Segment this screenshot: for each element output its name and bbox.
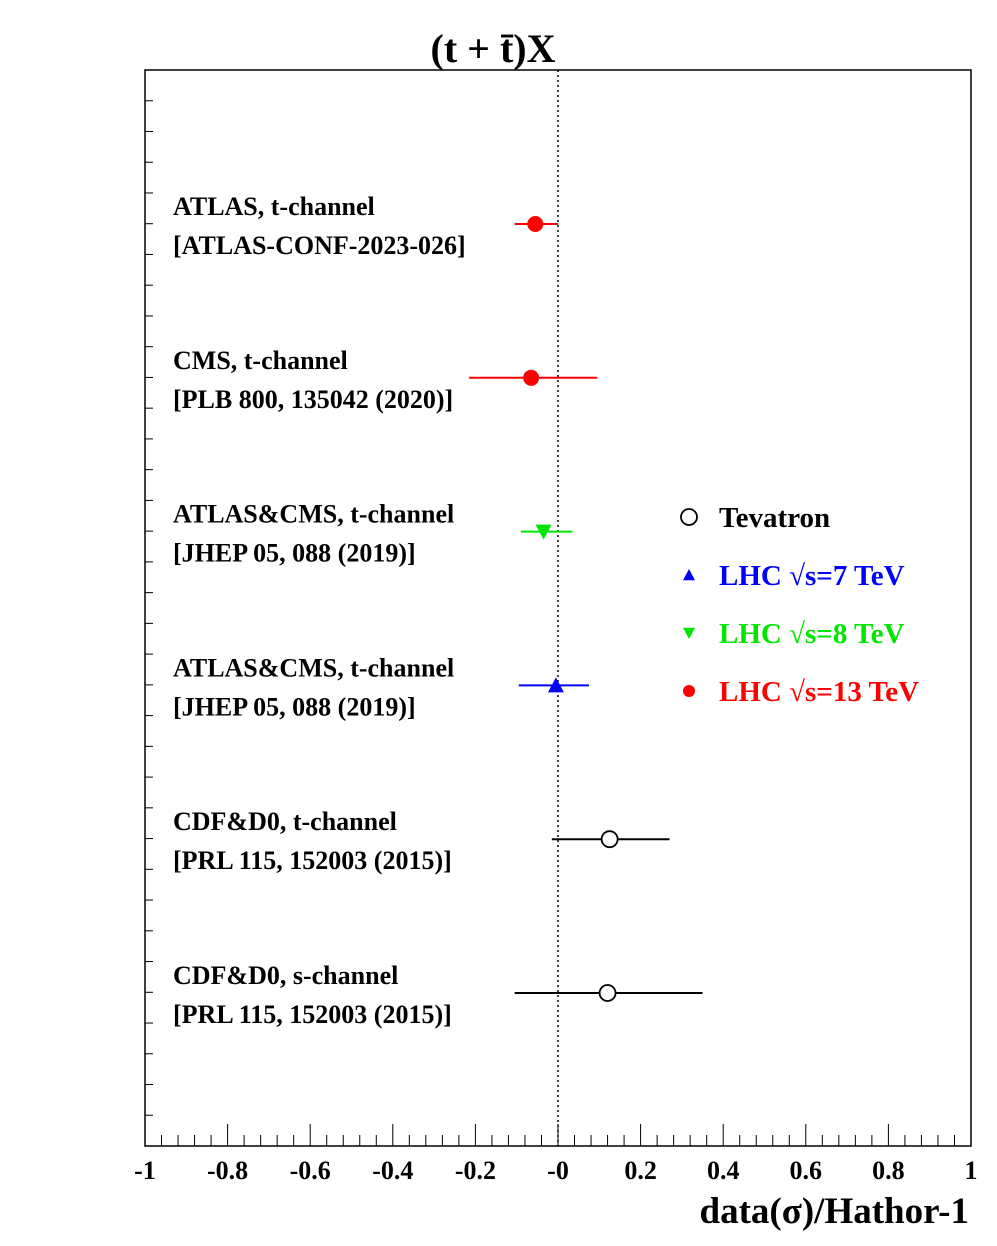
measurement-row: CMS, t-channel [PLB 800, 135042 (2020)] (173, 346, 598, 414)
data-point (547, 677, 564, 693)
measurement-row: ATLAS&CMS, t-channel [JHEP 05, 088 (2019)… (173, 653, 589, 721)
measurement-reference: [ATLAS-CONF-2023-026] (173, 231, 466, 260)
x-tick-label: -0.6 (290, 1156, 331, 1185)
x-tick-label: 0.6 (790, 1156, 823, 1185)
x-tick-label: -0.2 (455, 1156, 496, 1185)
x-tick-label: -1 (134, 1156, 156, 1185)
measurement-label: CDF&D0, t-channel (173, 807, 397, 836)
legend-marker (683, 685, 695, 697)
legend-marker (680, 508, 698, 526)
legend-entry: LHC √s=8 TeV (683, 618, 905, 650)
measurements: ATLAS, t-channel [ATLAS-CONF-2023-026] CMS… (173, 192, 703, 1029)
y-axis-ticks (145, 100, 153, 1116)
measurement-label: ATLAS&CMS, t-channel (173, 500, 454, 529)
measurement-reference: [PRL 115, 152003 (2015)] (173, 1000, 452, 1029)
measurement-reference: [PRL 115, 152003 (2015)] (173, 846, 452, 875)
legend-label: LHC √s=7 TeV (719, 560, 905, 592)
measurement-label: CDF&D0, s-channel (173, 961, 398, 990)
measurement-reference: [JHEP 05, 088 (2019)] (173, 539, 416, 568)
legend-entry: Tevatron (680, 502, 830, 534)
legend-label: LHC √s=8 TeV (719, 618, 905, 650)
x-tick-label: 0.2 (624, 1156, 657, 1185)
chart-title: (t + t̄)X (431, 26, 556, 71)
x-tick-label: 0.8 (872, 1156, 905, 1185)
data-point (598, 984, 617, 1002)
legend-entry: LHC √s=13 TeV (683, 676, 919, 708)
x-tick-label: -0.8 (207, 1156, 248, 1185)
x-axis-ticks (144, 1124, 972, 1146)
x-tick-label: 0.4 (707, 1156, 740, 1185)
data-point (535, 524, 552, 540)
measurement-reference: [JHEP 05, 088 (2019)] (173, 692, 416, 721)
measurement-row: ATLAS, t-channel [ATLAS-CONF-2023-026] (173, 192, 558, 260)
x-axis-tick-labels: -1 -0.8 -0.6 -0.4 -0.2 -0 0.2 0.4 0.6 0.8 1 (134, 1156, 977, 1185)
legend-entry: LHC √s=7 TeV (683, 560, 905, 592)
data-point (523, 369, 540, 386)
measurement-reference: [PLB 800, 135042 (2020)] (173, 385, 453, 414)
measurement-label: ATLAS, t-channel (173, 192, 375, 221)
x-axis-label: data(σ)/Hathor-1 (700, 1191, 970, 1232)
measurement-label: CMS, t-channel (173, 346, 348, 375)
legend-marker (683, 627, 695, 639)
data-point (527, 216, 544, 232)
x-tick-label: -0.4 (372, 1156, 413, 1185)
measurement-label: ATLAS&CMS, t-channel (173, 653, 454, 682)
measurement-row: ATLAS&CMS, t-channel [JHEP 05, 088 (2019)… (173, 500, 573, 568)
x-tick-label: -0 (547, 1156, 569, 1185)
legend-label: Tevatron (719, 502, 830, 534)
legend-label: LHC √s=13 TeV (719, 676, 919, 708)
data-point (600, 830, 619, 849)
measurement-row: CDF&D0, t-channel [PRL 115, 152003 (2015)… (173, 807, 670, 875)
x-tick-label: 1 (965, 1156, 978, 1185)
measurement-row: CDF&D0, s-channel [PRL 115, 152003 (2015)… (173, 961, 703, 1029)
legend-marker (683, 569, 695, 581)
